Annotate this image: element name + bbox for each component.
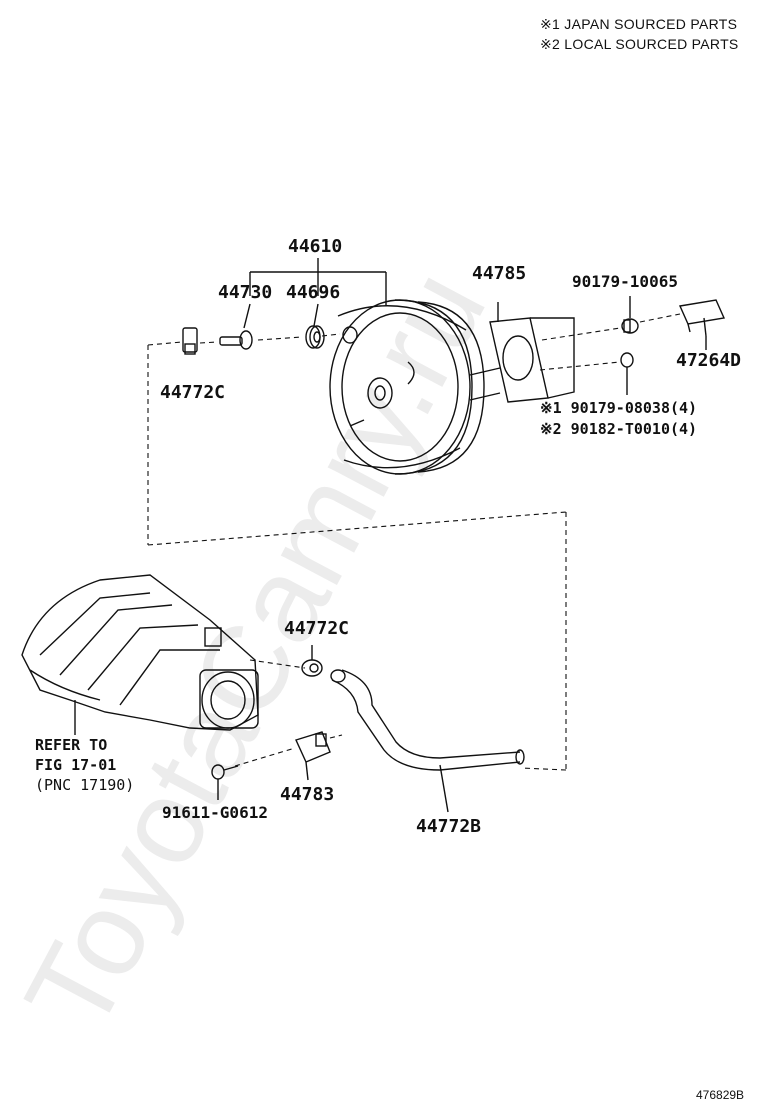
label-booster: 44610 [288,236,343,257]
label-clip-mid: 44772C [284,618,350,639]
label-clamp: 44783 [280,784,335,805]
label-bracket-nut: 90179-10065 [572,272,678,291]
clip-mid-shape [301,645,323,677]
clamp-shape [295,731,331,781]
reference-line-2: FIG 17-01 [35,756,117,774]
pin-shape [219,330,253,350]
label-gasket: 44785 [472,263,527,284]
vacuum-route-dashed [147,313,681,771]
nut-shapes [620,296,639,395]
note-japan-sourced: ※1 JAPAN SOURCED PARTS [540,16,738,32]
label-grommet: 44696 [286,282,341,303]
reference-line-3: (PNC 17190) [35,776,135,794]
bracket-shape [678,299,726,350]
reference-line-1: REFER TO [35,736,108,754]
booster-group-bracket [243,258,387,329]
label-hose: 44772B [416,816,482,837]
bolt-shape [211,764,239,800]
brake-booster-body [329,299,501,475]
grommet-shape [305,325,325,349]
gasket-shape [489,302,575,403]
intake-manifold-shape [21,574,259,735]
label-nut-japan: ※1 90179-08038(4) [540,399,698,417]
figure-number: 476829B [696,1088,745,1102]
label-bracket: 47264D [676,350,742,371]
vacuum-hose-shape [330,669,525,813]
label-pin: 44730 [218,282,273,303]
label-nut-local: ※2 90182-T0010(4) [540,420,698,438]
note-local-sourced: ※2 LOCAL SOURCED PARTS [540,36,739,52]
clip-top-shape [182,327,198,355]
label-bolt: 91611-G0612 [162,803,268,822]
label-clip-top: 44772C [160,382,226,403]
